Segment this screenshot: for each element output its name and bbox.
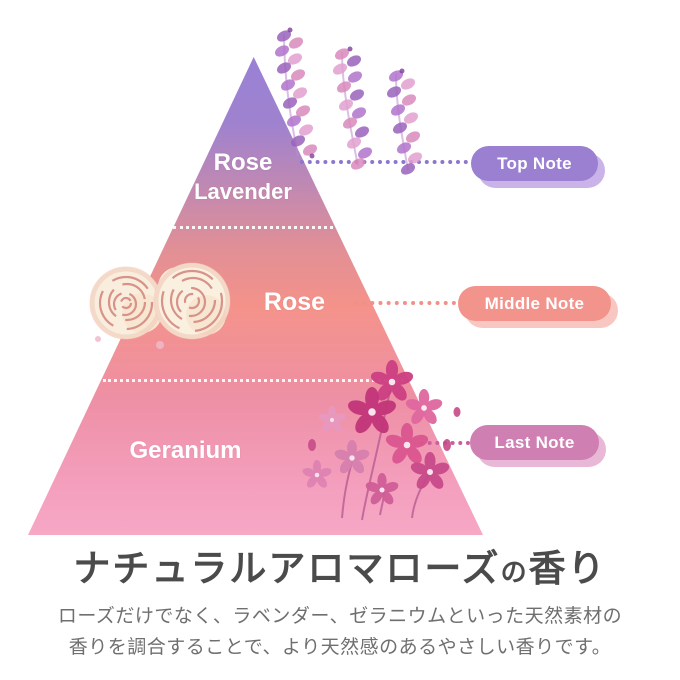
middle-note-connector-line (354, 301, 456, 305)
top-level-label: Rose Lavender (178, 147, 308, 207)
title-suffix: 香り (528, 548, 607, 589)
bottom-level-label: Geranium (118, 437, 253, 465)
last-note-connector-line (420, 441, 470, 445)
middle-level-ingredient: Rose (263, 288, 326, 316)
middle-note-badge-label: Middle Note (484, 293, 585, 313)
middle-level-label: Rose (252, 288, 337, 317)
pyramid-divider-bottom (103, 379, 404, 382)
last-note-badge-label: Last Note (494, 432, 575, 452)
title-particle: の (500, 557, 529, 587)
top-level-ingredient-2: Lavender (194, 179, 292, 205)
top-note-badge: Top Note (471, 146, 598, 181)
top-note-connector-line (300, 160, 468, 164)
top-level-ingredient-1: Rose (213, 149, 273, 176)
title-main: ナチュラルアロマローズ (73, 548, 501, 589)
last-note-badge: Last Note (470, 425, 599, 460)
description-line-1: ローズだけでなく、ラベンダー、ゼラニウムといった天然素材の (57, 606, 623, 627)
top-note-badge-label: Top Note (497, 153, 572, 173)
description-text: ローズだけでなく、ラベンダー、ゼラニウムといった天然素材の 香りを調合することで… (0, 601, 680, 664)
bottom-level-ingredient: Geranium (129, 437, 242, 464)
description-line-2: 香りを調合することで、より天然感のあるやさしい香りです。 (68, 637, 612, 659)
pyramid-divider-top (173, 226, 333, 229)
page-title: ナチュラルアロマローズの香り (0, 538, 680, 592)
middle-note-badge: Middle Note (458, 286, 611, 321)
